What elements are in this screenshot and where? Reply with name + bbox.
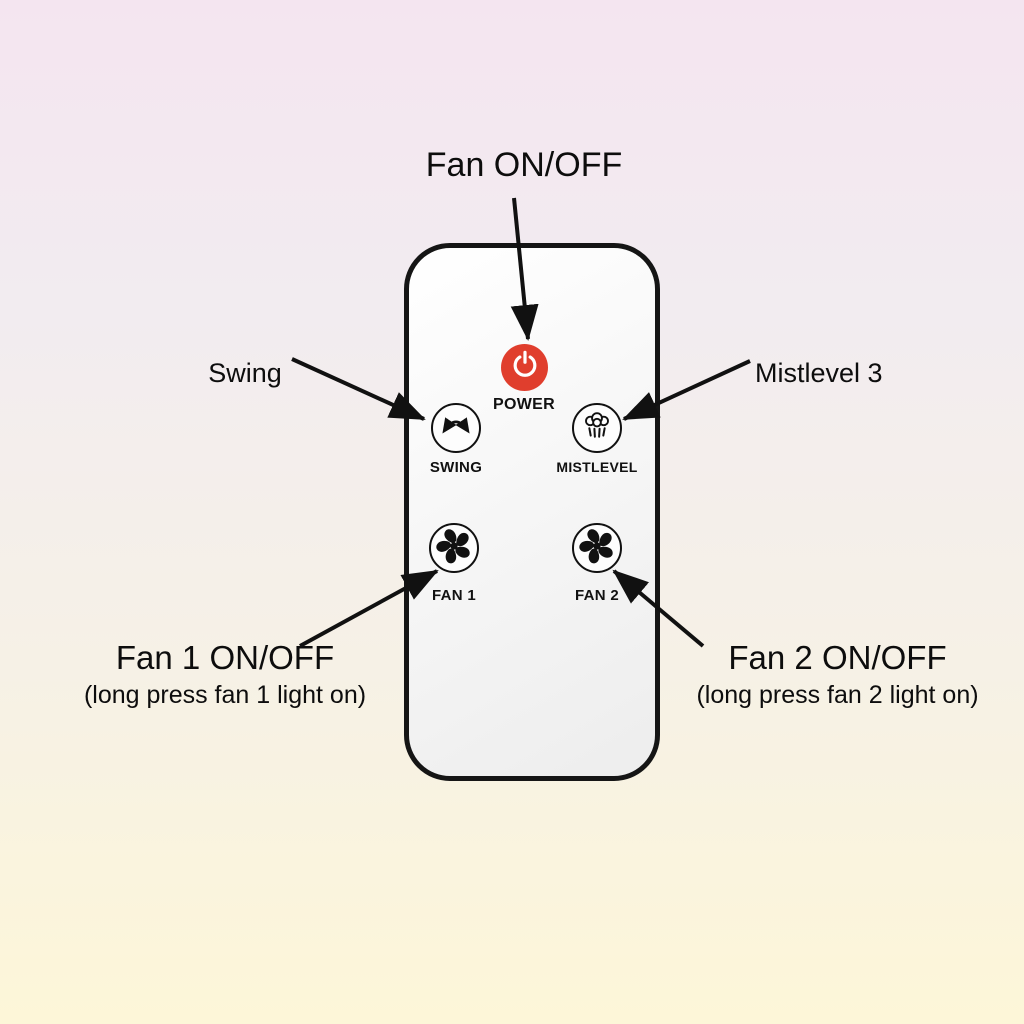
- callout-swing: Swing: [208, 358, 282, 388]
- swing-oscillate-icon: [437, 407, 475, 450]
- fan-blades-icon: [436, 528, 472, 569]
- callout-fan1-title: Fan 1 ON/OFF: [115, 639, 335, 676]
- fan-blades-icon: [579, 528, 615, 569]
- swing-button: [431, 403, 481, 453]
- power-icon: [510, 350, 540, 385]
- callout-fan1-subtitle: (long press fan 1 light on): [83, 681, 367, 710]
- fan1-button-label: FAN 1: [431, 587, 476, 604]
- mist-spray-icon: [579, 408, 615, 449]
- fan2-button-label: FAN 2: [574, 587, 619, 604]
- callout-fan-on-off: Fan ON/OFF: [425, 146, 623, 184]
- callout-mistlevel: Mistlevel 3: [755, 358, 883, 388]
- callout-fan2-title: Fan 2 ON/OFF: [728, 639, 947, 676]
- mistlevel-button: [572, 403, 622, 453]
- remote-control-body: POWER SWING: [404, 243, 660, 781]
- power-button: [501, 344, 548, 391]
- power-button-label: POWER: [493, 396, 555, 413]
- mistlevel-button-label: MISTLEVEL: [556, 459, 638, 475]
- fan1-button: [429, 523, 479, 573]
- callout-fan2: Fan 2 ON/OFF (long press fan 2 light on): [655, 639, 1020, 712]
- fan2-button: [572, 523, 622, 573]
- callout-fan2-subtitle: (long press fan 2 light on): [696, 681, 979, 710]
- swing-button-label: SWING: [429, 459, 483, 476]
- callout-fan1: Fan 1 ON/OFF (long press fan 1 light on): [45, 639, 405, 712]
